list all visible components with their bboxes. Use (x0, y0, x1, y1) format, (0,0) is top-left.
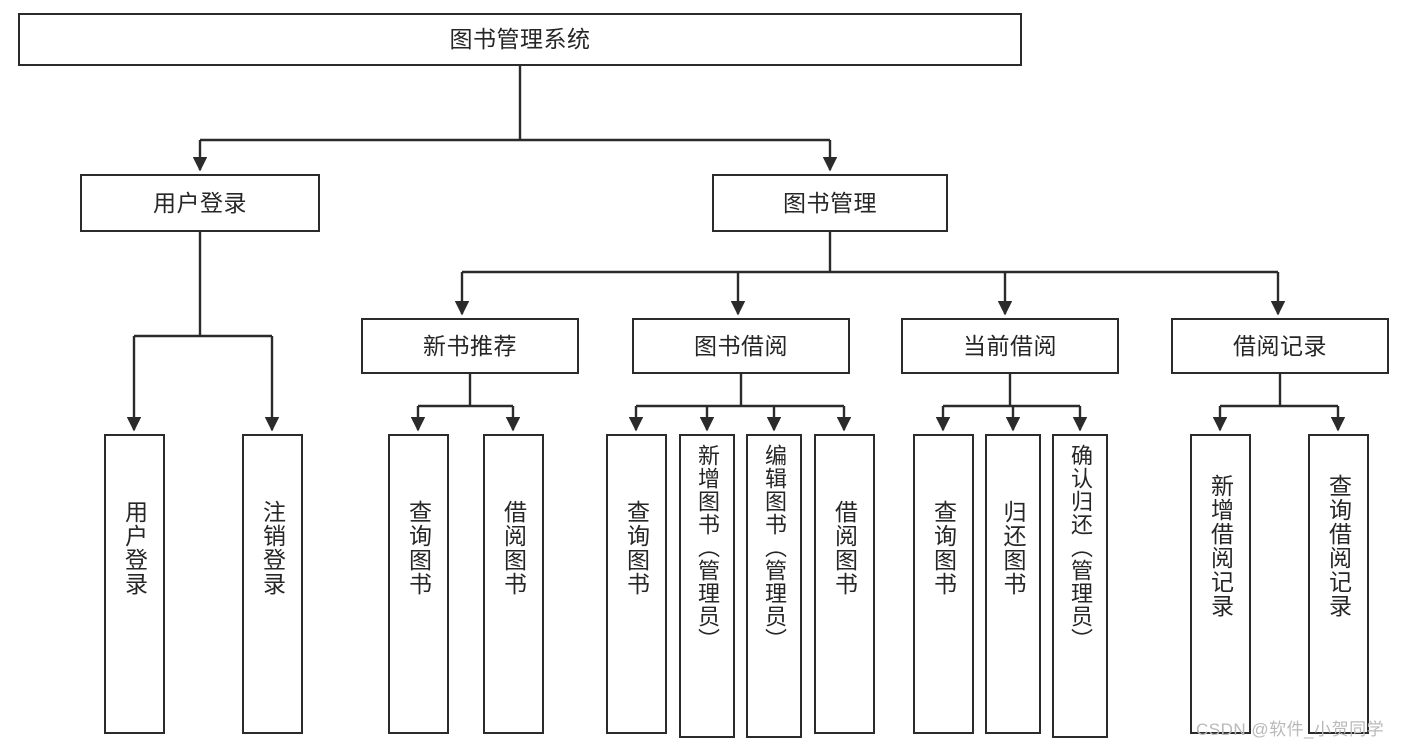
node-leaf-add-book-admin-label: 新增图书（管理员） (694, 444, 720, 651)
node-leaf-query-book-1[interactable]: 查询图书 (388, 434, 449, 734)
node-leaf-query-book-2[interactable]: 查询图书 (606, 434, 667, 734)
node-book-manage[interactable]: 图书管理 (712, 174, 948, 232)
node-leaf-confirm-return-admin[interactable]: 确认归还（管理员） (1052, 434, 1108, 738)
node-leaf-logout-login-label: 注销登录 (259, 500, 286, 596)
node-leaf-user-login-label: 用户登录 (121, 500, 148, 596)
node-book-manage-label: 图书管理 (783, 189, 877, 216)
node-root[interactable]: 图书管理系统 (18, 13, 1022, 66)
node-current-borrow[interactable]: 当前借阅 (901, 318, 1119, 374)
node-leaf-edit-book-admin[interactable]: 编辑图书（管理员） (746, 434, 802, 738)
node-leaf-add-book-admin[interactable]: 新增图书（管理员） (679, 434, 735, 738)
node-leaf-return-book[interactable]: 归还图书 (985, 434, 1041, 734)
node-user-login-label: 用户登录 (153, 189, 247, 216)
node-borrow-record-label: 借阅记录 (1233, 332, 1327, 359)
node-leaf-query-book-3[interactable]: 查询图书 (913, 434, 974, 734)
node-leaf-return-book-label: 归还图书 (1000, 500, 1027, 596)
node-leaf-borrow-book-1-label: 借阅图书 (500, 500, 527, 596)
node-book-borrow[interactable]: 图书借阅 (632, 318, 850, 374)
node-leaf-user-login[interactable]: 用户登录 (104, 434, 165, 734)
node-leaf-borrow-book-2[interactable]: 借阅图书 (814, 434, 875, 734)
node-leaf-logout-login[interactable]: 注销登录 (242, 434, 303, 734)
node-borrow-record[interactable]: 借阅记录 (1171, 318, 1389, 374)
node-user-login[interactable]: 用户登录 (80, 174, 320, 232)
node-current-borrow-label: 当前借阅 (963, 332, 1057, 359)
node-leaf-confirm-return-admin-label: 确认归还（管理员） (1067, 444, 1093, 651)
node-new-book-recommend[interactable]: 新书推荐 (361, 318, 579, 374)
node-leaf-query-book-2-label: 查询图书 (623, 500, 650, 596)
csdn-watermark: CSDN @软件_小贺同学 (1196, 720, 1385, 739)
node-leaf-add-borrow-record[interactable]: 新增借阅记录 (1190, 434, 1251, 734)
node-leaf-borrow-book-1[interactable]: 借阅图书 (483, 434, 544, 734)
node-leaf-query-book-1-label: 查询图书 (405, 500, 432, 596)
node-leaf-query-borrow-record[interactable]: 查询借阅记录 (1308, 434, 1369, 734)
node-leaf-query-borrow-record-label: 查询借阅记录 (1325, 474, 1352, 618)
node-leaf-edit-book-admin-label: 编辑图书（管理员） (761, 444, 787, 651)
node-new-book-recommend-label: 新书推荐 (423, 332, 517, 359)
node-leaf-borrow-book-2-label: 借阅图书 (831, 500, 858, 596)
node-root-label: 图书管理系统 (449, 26, 591, 53)
node-leaf-query-book-3-label: 查询图书 (930, 500, 957, 596)
node-leaf-add-borrow-record-label: 新增借阅记录 (1207, 474, 1234, 618)
node-book-borrow-label: 图书借阅 (694, 332, 788, 359)
